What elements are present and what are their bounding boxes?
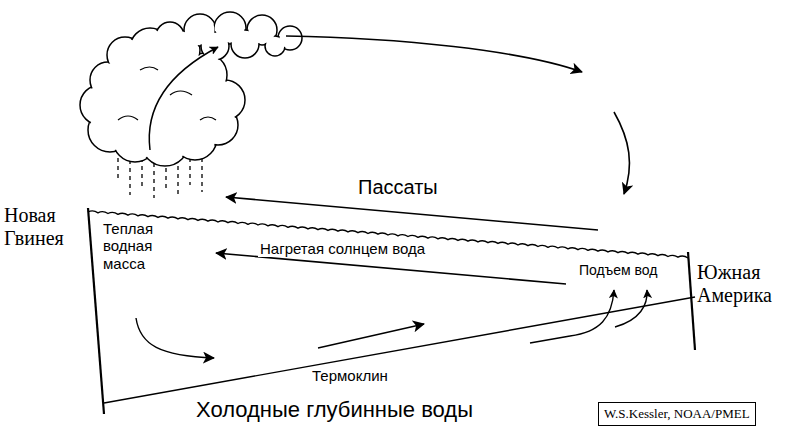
- upwelling-arrow: [570, 290, 614, 336]
- cloud-puff: [267, 38, 284, 55]
- cloud-detail: [200, 117, 216, 120]
- water-mass-label: Теплая водная масса: [103, 220, 181, 272]
- cloud-puff: [233, 32, 258, 57]
- current-label: Нагретая солнцем вода: [258, 240, 427, 257]
- credit-box: W.S.Kessler, NOAA/PMEL: [598, 402, 756, 426]
- cloud-detail: [140, 67, 158, 70]
- rising-air-arrow: [149, 47, 218, 150]
- sea-surface: [88, 211, 688, 258]
- upwelling-label: Подъем вод: [577, 262, 659, 278]
- upwelling-arrow: [615, 290, 647, 327]
- cloud-puff: [158, 24, 183, 49]
- west-coast: [88, 208, 104, 414]
- wind-label: Пассаты: [358, 176, 438, 199]
- cloud-detail: [118, 116, 138, 120]
- cloud-puff: [203, 34, 228, 59]
- upper-air-arrow: [286, 36, 582, 72]
- water-layer-label: Холодные глубинные воды: [196, 397, 473, 422]
- east-coast: [688, 252, 695, 350]
- storm-cloud: [80, 12, 302, 166]
- deep-flow-line: [530, 336, 570, 343]
- place-label: Новая Гвинея: [4, 204, 88, 250]
- descending-air-arrow: [614, 112, 629, 194]
- place-label: Южная Америка: [697, 261, 799, 307]
- sinking-arrow: [136, 318, 214, 358]
- thermocline-label: Термоклин: [312, 367, 388, 384]
- thermocline-line: [104, 297, 695, 403]
- credit-text: W.S.Kessler, NOAA/PMEL: [604, 406, 750, 422]
- deep-flow-arrow: [318, 324, 424, 348]
- surface-current-arrow: [216, 253, 566, 284]
- cloud-detail: [170, 91, 192, 95]
